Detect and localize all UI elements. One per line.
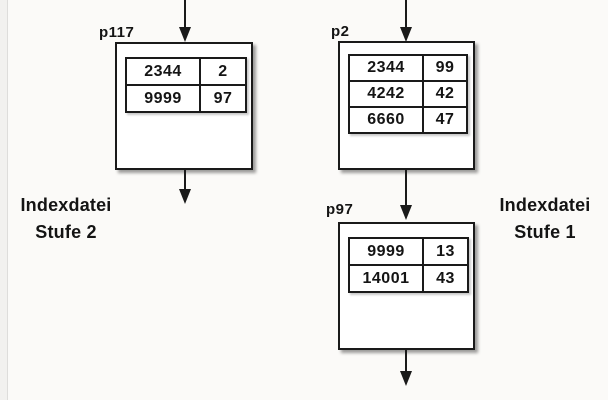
node-label-p2: p2 [331, 23, 350, 40]
table-row: 9999 97 [127, 84, 245, 111]
key-cell: 6660 [350, 108, 424, 132]
arrow-out-p117-line [184, 170, 186, 191]
pointer-cell: 13 [436, 242, 455, 260]
pointer-cell: 97 [213, 89, 233, 107]
pointer-cell: 43 [436, 269, 455, 287]
side-label-stufe2: Indexdatei Stufe 2 [5, 192, 127, 246]
table-row: 2344 99 [350, 56, 466, 80]
arrow-into-p2-line [405, 0, 407, 30]
table-row: 2344 2 [127, 59, 245, 84]
side-label-stufe2-line2: Stufe 2 [35, 222, 97, 242]
side-label-stufe1-line2: Stufe 1 [514, 222, 576, 242]
side-label-stufe2-line1: Indexdatei [20, 195, 112, 215]
key-cell: 4242 [350, 82, 424, 106]
key-cell: 14001 [350, 266, 424, 291]
arrow-out-p97-head [400, 371, 412, 386]
pointer-cell: 99 [435, 59, 455, 76]
arrow-into-p2-head [400, 27, 412, 42]
node-label-p117: p117 [99, 24, 135, 41]
node-p2: 2344 99 4242 42 6660 47 [338, 41, 475, 170]
side-label-stufe1: Indexdatei Stufe 1 [483, 192, 607, 246]
arrow-p2-to-p97-head [400, 205, 412, 220]
table-row: 14001 43 [350, 264, 467, 291]
pointer-cell: 42 [435, 85, 455, 102]
index-table-p97: 9999 13 14001 43 [348, 237, 469, 293]
arrow-out-p117-head [179, 189, 191, 204]
node-label-p97: p97 [326, 201, 354, 218]
page-edge-line [0, 0, 8, 400]
arrow-out-p97-line [405, 350, 407, 373]
pointer-cell: 47 [435, 111, 455, 128]
node-p117: 2344 2 9999 97 [115, 42, 253, 170]
arrow-into-p117-head [179, 27, 191, 42]
table-row: 9999 13 [350, 239, 467, 264]
side-label-stufe1-line1: Indexdatei [499, 195, 591, 215]
key-cell: 2344 [127, 59, 201, 84]
table-row: 4242 42 [350, 80, 466, 106]
key-cell: 9999 [350, 239, 424, 264]
index-table-p117: 2344 2 9999 97 [125, 57, 247, 113]
key-cell: 9999 [127, 86, 201, 111]
table-row: 6660 47 [350, 106, 466, 132]
node-p97: 9999 13 14001 43 [338, 222, 475, 350]
pointer-cell: 2 [218, 62, 228, 80]
index-table-p2: 2344 99 4242 42 6660 47 [348, 54, 468, 134]
key-cell: 2344 [350, 56, 424, 80]
arrow-into-p117-line [184, 0, 186, 30]
arrow-p2-to-p97-line [405, 170, 407, 207]
